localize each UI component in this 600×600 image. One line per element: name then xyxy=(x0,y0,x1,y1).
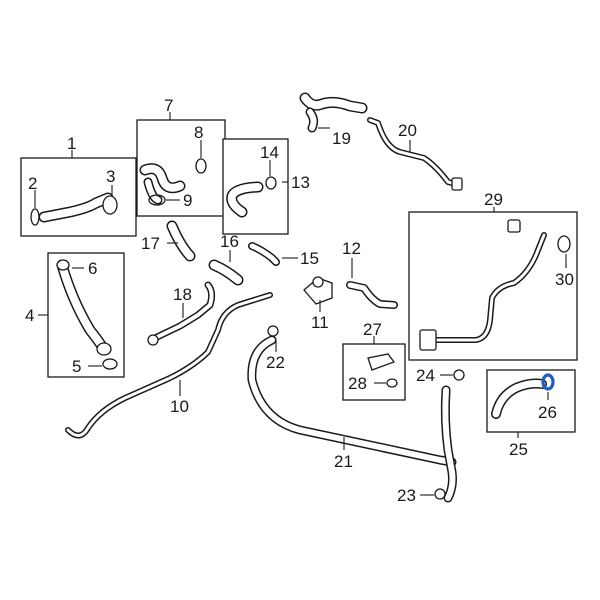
part-15-hose xyxy=(248,242,280,266)
callout-5: 5 xyxy=(72,357,81,376)
callout-4: 4 xyxy=(25,306,34,325)
callout-6: 6 xyxy=(88,259,97,278)
part-22-clamp xyxy=(267,325,279,337)
part-26-seal-ring-highlighted xyxy=(541,373,555,391)
callout-27: 27 xyxy=(363,320,382,339)
part-7-hose xyxy=(139,158,207,206)
callout-19: 19 xyxy=(332,129,351,148)
callout-30: 30 xyxy=(555,270,574,289)
part-13-hose xyxy=(226,176,277,218)
callout-22: 22 xyxy=(266,353,285,372)
callout-11: 11 xyxy=(311,313,329,332)
callout-1: 1 xyxy=(67,134,76,153)
box-29 xyxy=(408,211,578,361)
callout-24: 24 xyxy=(416,366,435,385)
part-20-pipe xyxy=(367,117,463,191)
callout-21: 21 xyxy=(334,452,353,471)
part-4-hose xyxy=(56,259,118,370)
part-17-hose xyxy=(166,220,196,262)
callout-15: 15 xyxy=(300,249,319,268)
box-27 xyxy=(342,343,406,401)
part-1-hose xyxy=(30,192,118,226)
part-21-pipe xyxy=(247,335,457,503)
part-16-hose xyxy=(208,259,244,286)
callout-7: 7 xyxy=(164,96,173,115)
part-18-bracket xyxy=(147,281,216,346)
callout-2: 2 xyxy=(28,174,37,193)
callout-26: 26 xyxy=(538,403,557,422)
part-29-pipe-assembly xyxy=(419,219,571,351)
box-1 xyxy=(20,157,137,237)
part-23-clamp xyxy=(434,488,446,500)
callout-18: 18 xyxy=(173,285,192,304)
callout-20: 20 xyxy=(398,121,417,140)
callout-8: 8 xyxy=(194,123,203,142)
callout-10: 10 xyxy=(170,397,189,416)
callout-29: 29 xyxy=(484,190,503,209)
callout-13: 13 xyxy=(291,173,310,192)
part-12-pipe xyxy=(346,281,398,309)
callout-17: 17 xyxy=(141,234,160,253)
part-24-clamp xyxy=(453,369,465,381)
leader-lines xyxy=(34,112,567,496)
callout-12: 12 xyxy=(342,239,361,258)
part-28-connector xyxy=(367,353,398,388)
callout-23: 23 xyxy=(397,486,416,505)
part-10-pipe xyxy=(65,292,273,439)
part-25-hose xyxy=(491,378,547,419)
callout-16: 16 xyxy=(220,232,239,251)
callout-3: 3 xyxy=(106,167,115,186)
callout-28: 28 xyxy=(348,374,367,393)
callout-14: 14 xyxy=(260,143,279,162)
callout-25: 25 xyxy=(509,440,528,459)
part-11-valve xyxy=(303,276,333,305)
part-19-hose xyxy=(299,92,368,133)
callout-9: 9 xyxy=(183,191,192,210)
